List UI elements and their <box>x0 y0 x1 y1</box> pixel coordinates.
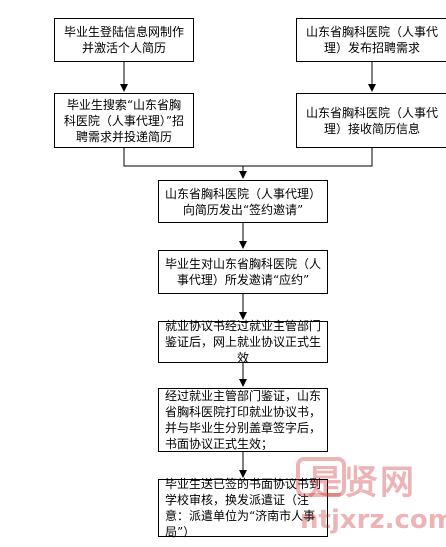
step-receive-resume: 山东省胸科医院（人事代理）接收简历信息 <box>296 93 446 148</box>
step-accept-invitation: 毕业生对山东省胸科医院（人事代理）所发邀请“应约” <box>158 250 328 294</box>
watermark-url-text: ntjxrz.com <box>300 505 446 535</box>
step-publish-demand: 山东省胸科医院（人事代理）发布招聘需求 <box>296 18 446 62</box>
step-publish-demand-text: 山东省胸科医院（人事代理）发布招聘需求 <box>305 25 438 55</box>
watermark-emblem-icon <box>296 457 346 497</box>
step-school-review-text: 毕业生送已签的书面协议书到学校审核，换发派遣证（注意：派遣单位为“济南市人事局”… <box>165 477 322 539</box>
step-written-agreement: 经过就业主管部门鉴证，山东省胸科医院打印就业协议书，并与毕业生分别盖章签字后，书… <box>158 388 328 452</box>
step-send-invitation-text: 山东省胸科医院（人事代理）向简历发出“签约邀请” <box>165 186 322 217</box>
step-search-apply-text: 毕业生搜索“山东省胸科医院（人事代理）”招聘需求并投递简历 <box>63 97 185 144</box>
step-register-resume: 毕业生登陆信息网制作并激活个人简历 <box>54 18 194 62</box>
step-online-agreement: 就业协议书经过就业主管部门鉴证后，网上就业协议正式生效 <box>158 319 328 365</box>
step-accept-invitation-text: 毕业生对山东省胸科医院（人事代理）所发邀请“应约” <box>165 257 322 287</box>
step-receive-resume-text: 山东省胸科医院（人事代理）接收简历信息 <box>305 105 438 136</box>
step-online-agreement-text: 就业协议书经过就业主管部门鉴证后，网上就业协议正式生效 <box>165 319 322 365</box>
connector-b2 <box>123 148 243 167</box>
step-school-review: 毕业生送已签的书面协议书到学校审核，换发派遣证（注意：派遣单位为“济南市人事局”… <box>158 477 328 539</box>
step-send-invitation: 山东省胸科医院（人事代理）向简历发出“签约邀请” <box>158 180 328 223</box>
connector-b4 <box>243 148 373 167</box>
watermark-logo: 是贤网 ntjxrz.com <box>290 453 446 543</box>
step-written-agreement-text: 经过就业主管部门鉴证，山东省胸科医院打印就业协议书，并与毕业生分别盖章签字后，书… <box>165 389 322 451</box>
watermark-cn-text: 是贤网 <box>308 463 416 503</box>
step-register-resume-text: 毕业生登陆信息网制作并激活个人简历 <box>63 25 184 55</box>
step-search-apply: 毕业生搜索“山东省胸科医院（人事代理）”招聘需求并投递简历 <box>54 93 194 148</box>
